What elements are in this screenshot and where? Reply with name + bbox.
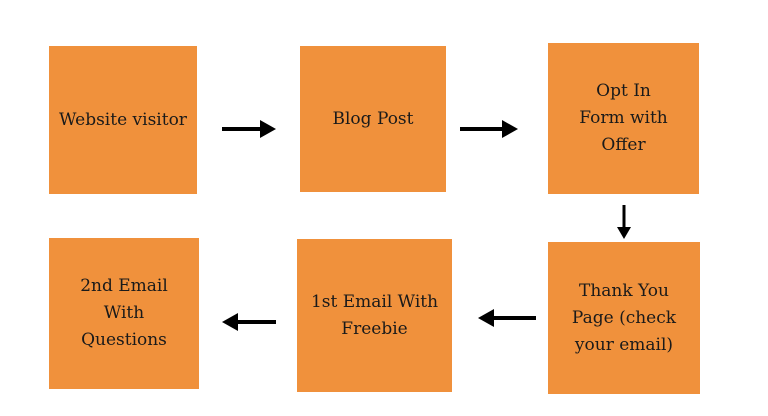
arrow-left-icon xyxy=(478,309,536,327)
step-label-blog-post: Blog Post xyxy=(332,108,414,129)
step-label-opt-in-form: Opt In Form with Offer xyxy=(579,81,668,155)
arrow-right-icon xyxy=(222,120,276,138)
arrow-left-icon xyxy=(222,313,276,331)
step-label-website-visitor: Website visitor xyxy=(59,109,187,130)
step-box-first-email: 1st Email With Freebie xyxy=(297,239,452,392)
arrow-right-icon xyxy=(460,120,518,138)
step-label-thank-you-page: Thank You Page (check your email) xyxy=(571,280,677,355)
step-label-first-email: 1st Email With Freebie xyxy=(310,291,439,339)
step-label-second-email: 2nd Email With Questions xyxy=(80,276,168,350)
step-box-opt-in-form: Opt In Form with Offer xyxy=(548,43,699,194)
arrow-down-icon xyxy=(617,205,631,239)
step-box-blog-post: Blog Post xyxy=(300,46,446,192)
step-box-website-visitor: Website visitor xyxy=(49,46,197,194)
step-box-thank-you-page: Thank You Page (check your email) xyxy=(548,242,700,394)
step-box-second-email: 2nd Email With Questions xyxy=(49,238,199,389)
